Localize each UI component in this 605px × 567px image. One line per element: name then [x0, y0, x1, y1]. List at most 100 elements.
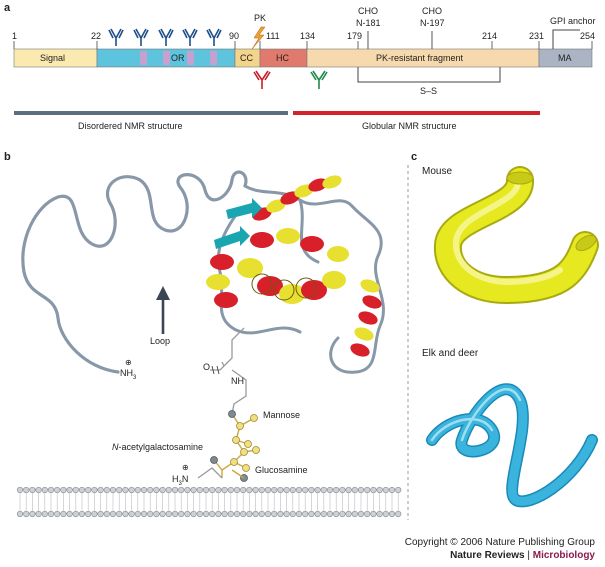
journal-separator: |: [524, 550, 533, 561]
lipid-head: [326, 510, 334, 518]
lipid-head: [388, 486, 396, 494]
lipid-head: [103, 486, 110, 494]
lipid-head: [190, 510, 197, 518]
lipid-head: [47, 486, 55, 494]
copyright-line: Copyright © 2006 Nature Publishing Group: [404, 537, 595, 548]
lipid-head: [128, 486, 135, 494]
helix-1: [252, 175, 342, 221]
journal-name: Nature Reviews: [450, 550, 525, 561]
amide-nh-label: NH: [231, 376, 244, 386]
pk-cleavage-icon: [251, 26, 266, 50]
lipid-head: [196, 486, 203, 494]
panel-label-b: b: [4, 151, 11, 163]
glucosamine-label: Glucosamine: [255, 465, 308, 475]
lipid-head: [23, 486, 30, 494]
lipid-head: [283, 510, 290, 518]
lipid-head: [165, 486, 172, 494]
lipid-head: [351, 486, 358, 494]
gpi-linker: [219, 327, 247, 415]
lipid-head: [140, 510, 148, 518]
cho-label-1: CHO: [358, 6, 378, 16]
lipid-head: [184, 510, 191, 518]
lipid-head: [190, 486, 197, 494]
lipid-head: [376, 510, 383, 518]
lipid-head: [78, 486, 86, 494]
lipid-head: [178, 510, 185, 518]
helix-3: [350, 279, 382, 357]
segment-or-label: OR: [171, 53, 185, 63]
sugar-node: [230, 414, 260, 472]
position-231: 231: [529, 31, 545, 41]
disordered-nmr-bar: [14, 111, 288, 115]
segment-signal-label: Signal: [40, 53, 66, 63]
lipid-head: [215, 510, 222, 518]
lipid-head: [54, 510, 61, 518]
lipid-head: [91, 486, 98, 494]
lipid-head: [209, 486, 216, 494]
lipid-head: [339, 486, 346, 494]
panel-label-a: a: [4, 2, 11, 14]
segment-ma-label: MA: [558, 53, 572, 63]
h3n-n: N: [181, 474, 189, 484]
lipid-head: [41, 486, 48, 494]
lipid-head: [35, 486, 42, 494]
nh3-text: NH: [120, 368, 133, 378]
position-1: 1: [12, 31, 18, 41]
lipid-head: [60, 486, 67, 494]
lipid-head: [271, 510, 278, 518]
lipid-head: [295, 510, 303, 518]
segment-cc-label: CC: [240, 53, 253, 63]
h3n-h: H: [172, 474, 179, 484]
lipid-head: [85, 510, 92, 518]
or-repeat-box: [187, 51, 194, 65]
lipid-head: [227, 510, 234, 518]
loop-arrow: [156, 286, 170, 334]
loop-label: Loop: [150, 336, 171, 346]
lipid-head: [47, 510, 55, 518]
disordered-tail: [21, 170, 248, 374]
lipid-head: [233, 510, 241, 518]
lipid-head: [165, 510, 172, 518]
journal-section: Microbiology: [532, 550, 595, 561]
lipid-head: [116, 486, 123, 494]
lipid-head: [277, 510, 284, 518]
pk-label: PK: [254, 13, 267, 23]
lipid-head: [333, 486, 340, 494]
lipid-head: [395, 486, 402, 494]
antibody-green-icon: [310, 70, 328, 89]
lipid-head: [60, 510, 67, 518]
lipid-head: [252, 510, 259, 518]
lipid-head: [382, 510, 389, 518]
lipid-head: [345, 510, 352, 518]
beta-strand-2: [214, 226, 250, 249]
cho-site-2: N-197: [420, 18, 445, 28]
segment-ma: [538, 48, 593, 68]
lipid-head: [351, 510, 358, 518]
lipid-head: [78, 510, 86, 518]
cho-label-2: CHO: [422, 6, 442, 16]
lipid-head: [395, 510, 402, 518]
lipid-head: [147, 510, 154, 518]
lipid-head: [382, 486, 389, 494]
galnac-label: N-acetylgalactosamine: [112, 443, 203, 452]
lipid-head: [370, 486, 377, 494]
h3n-subscript: 3: [178, 480, 182, 487]
lipid-head: [258, 510, 265, 518]
position-22: 22: [91, 31, 102, 41]
lipid-head: [289, 510, 296, 518]
lipid-head: [41, 510, 48, 518]
lipid-head: [109, 486, 117, 494]
elk-deer-label: Elk and deer: [422, 348, 479, 359]
lipid-head: [302, 510, 309, 518]
gpi-anchor-label: GPI anchor: [550, 16, 596, 26]
segment-pk-resistant-label: PK-resistant fragment: [376, 53, 464, 63]
elk-deer-structure: [426, 383, 598, 508]
lipid-head: [364, 510, 371, 518]
lipid-head: [215, 486, 222, 494]
lipid-head: [283, 486, 290, 494]
mouse-label: Mouse: [422, 166, 453, 177]
domain-map: [13, 26, 593, 115]
disulfide-bridge: [357, 67, 501, 83]
lipid-head: [122, 510, 129, 518]
lipid-head: [357, 486, 365, 494]
